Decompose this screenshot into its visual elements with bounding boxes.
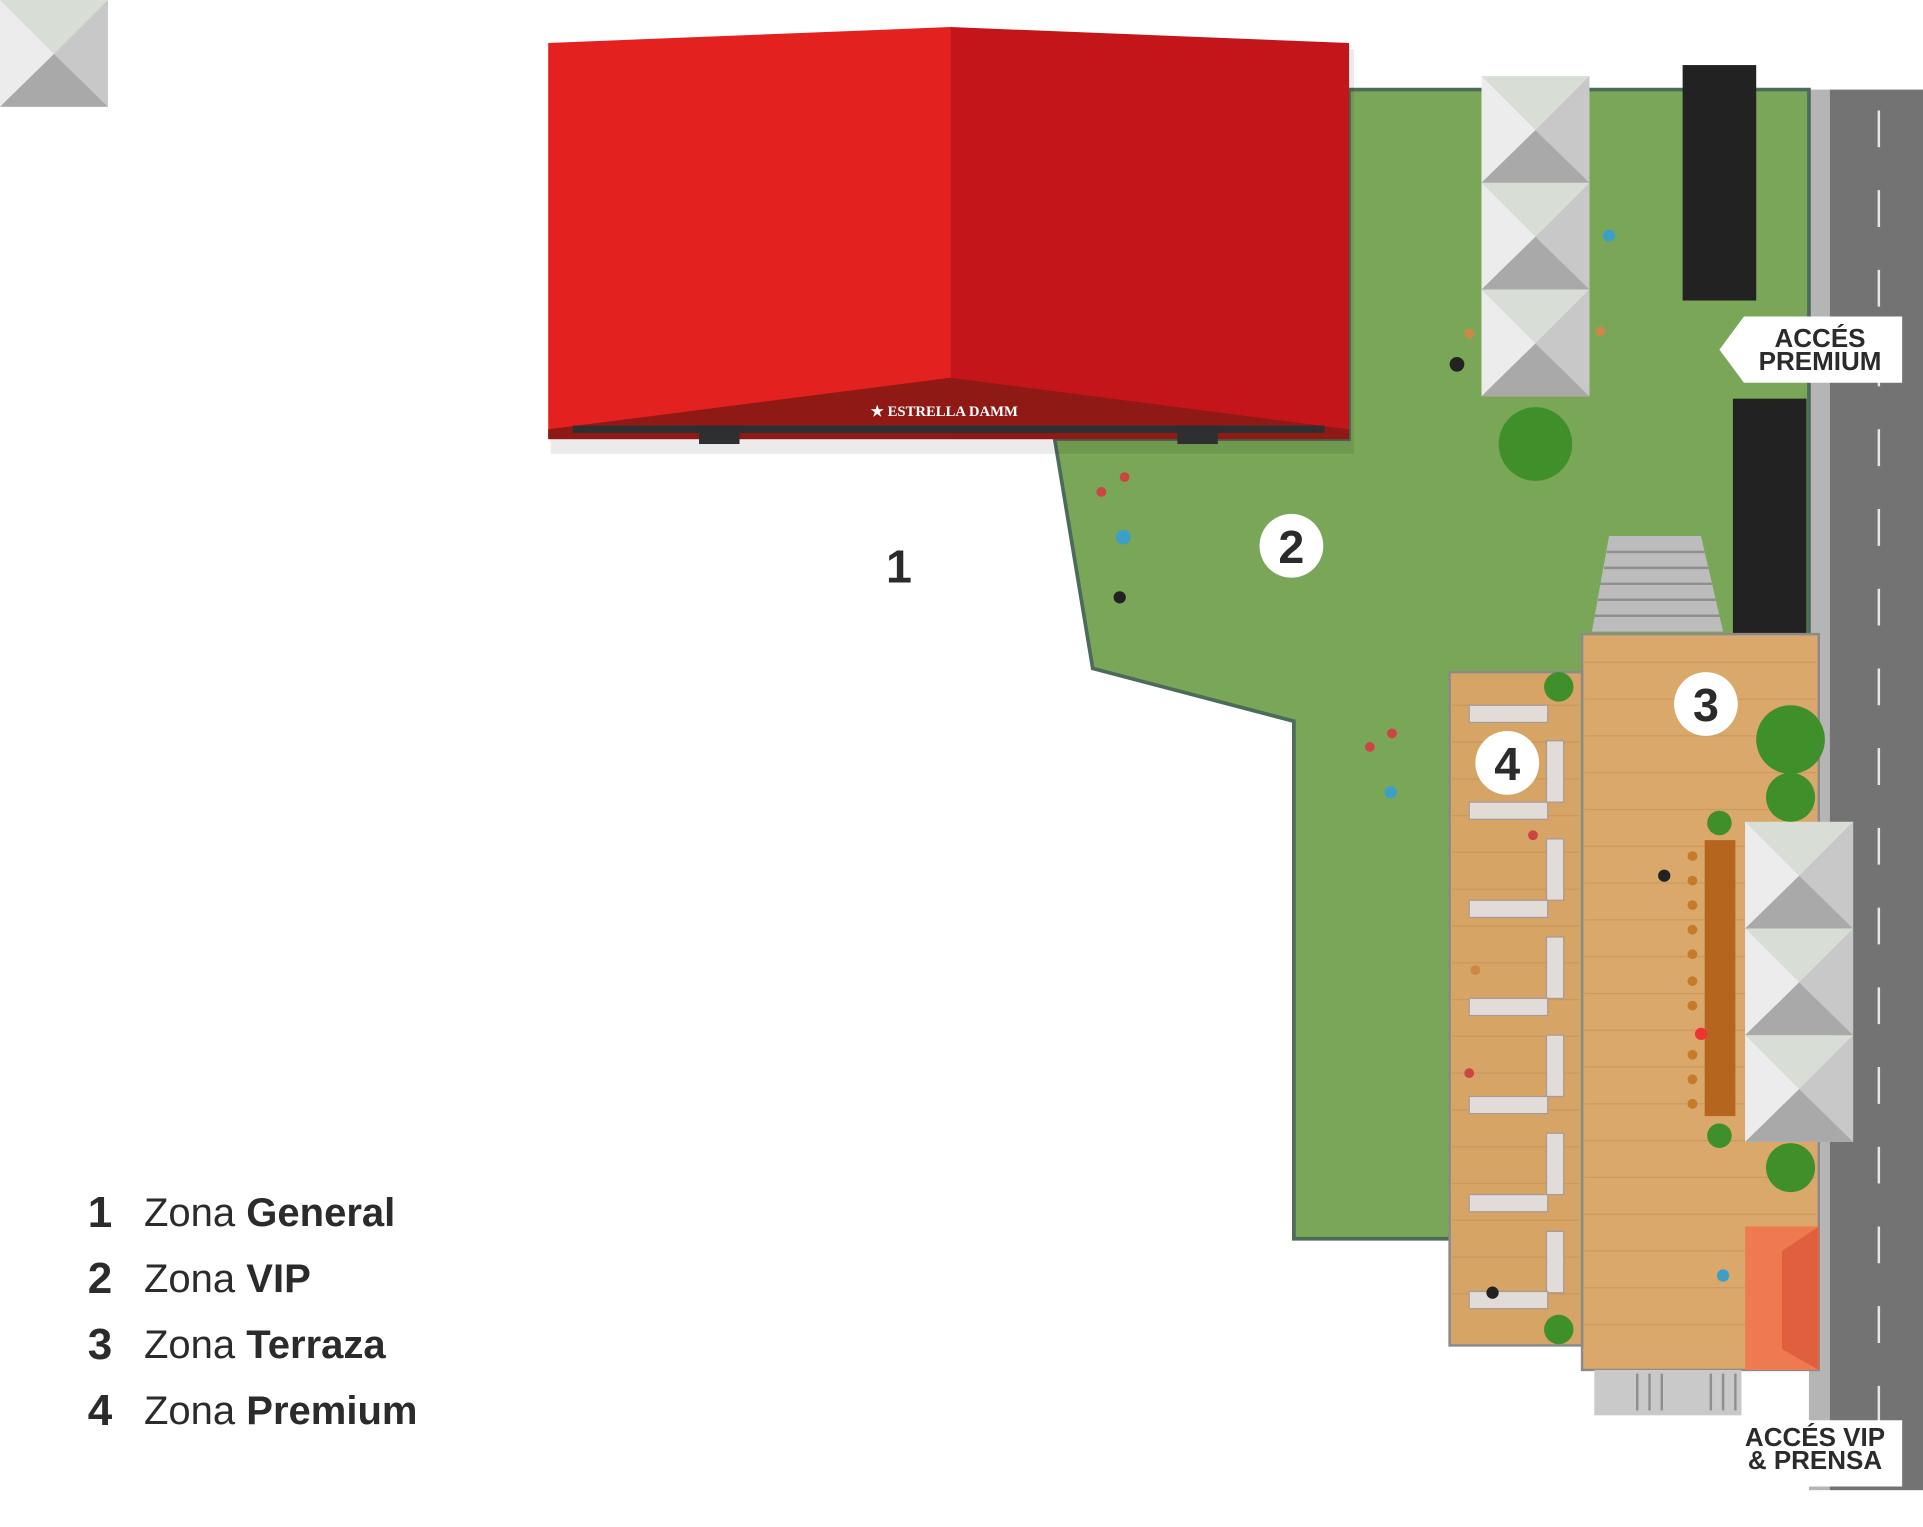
zone-badge-3: 3 (1674, 672, 1738, 736)
stage-block (1732, 398, 1807, 635)
legend-item: 1 Zona General (70, 1180, 417, 1246)
road (1829, 89, 1923, 1491)
legend-name: VIP (246, 1256, 311, 1301)
legend-name: General (246, 1190, 396, 1235)
zone-badge-number: 1 (886, 541, 912, 593)
sign-line: ACCÉS (1774, 323, 1866, 353)
zone-badge-number: 2 (1278, 521, 1304, 573)
legend-item: 4 Zona Premium (70, 1378, 418, 1444)
stage-block (1682, 65, 1757, 301)
sign-line: ACCÉS VIP (1744, 1422, 1886, 1452)
legend-number: 4 (87, 1386, 113, 1435)
access-vip-sign: ACCÉS VIP & PRENSA (1735, 1422, 1895, 1475)
zone-badge-4: 4 (1475, 731, 1540, 795)
bar-counter (1704, 840, 1736, 1117)
legend-item: 2 Zona VIP (70, 1246, 417, 1312)
legend-name: Premium (246, 1388, 418, 1433)
sign-line: PREMIUM (1758, 346, 1882, 376)
legend-prefix: Zona (144, 1388, 236, 1433)
legend-item: 3 Zona Terraza (70, 1312, 417, 1378)
palm-trees (1498, 407, 1825, 1345)
zone-badge-number: 3 (1693, 679, 1719, 731)
sofas (1468, 704, 1565, 1310)
stairs-top (1591, 536, 1724, 632)
stairs-bottom (1594, 1369, 1742, 1416)
zone-badge-1: 1 (867, 533, 931, 598)
zone-badge-number: 4 (1494, 738, 1520, 790)
legend-number: 3 (87, 1320, 113, 1369)
access-premium-sign: ACCÉS PREMIUM (1745, 323, 1895, 376)
zone-badge-2: 2 (1259, 513, 1324, 578)
legend-number: 1 (87, 1188, 113, 1237)
legend-prefix: Zona (144, 1322, 236, 1367)
legend-name: Terraza (246, 1322, 386, 1367)
tent-logo: ★ ESTRELLA DAMM (871, 404, 1018, 420)
legend-prefix: Zona (144, 1190, 236, 1235)
sign-line: & PRENSA (1747, 1445, 1883, 1475)
main-tent: ★ ESTRELLA DAMM (548, 27, 1354, 454)
bar-stools (1687, 851, 1698, 1109)
white-tents-top (0, 0, 108, 107)
people (1096, 229, 1730, 1299)
orange-tent (1745, 1226, 1819, 1370)
legend-number: 2 (87, 1254, 113, 1303)
legend-prefix: Zona (144, 1256, 236, 1301)
